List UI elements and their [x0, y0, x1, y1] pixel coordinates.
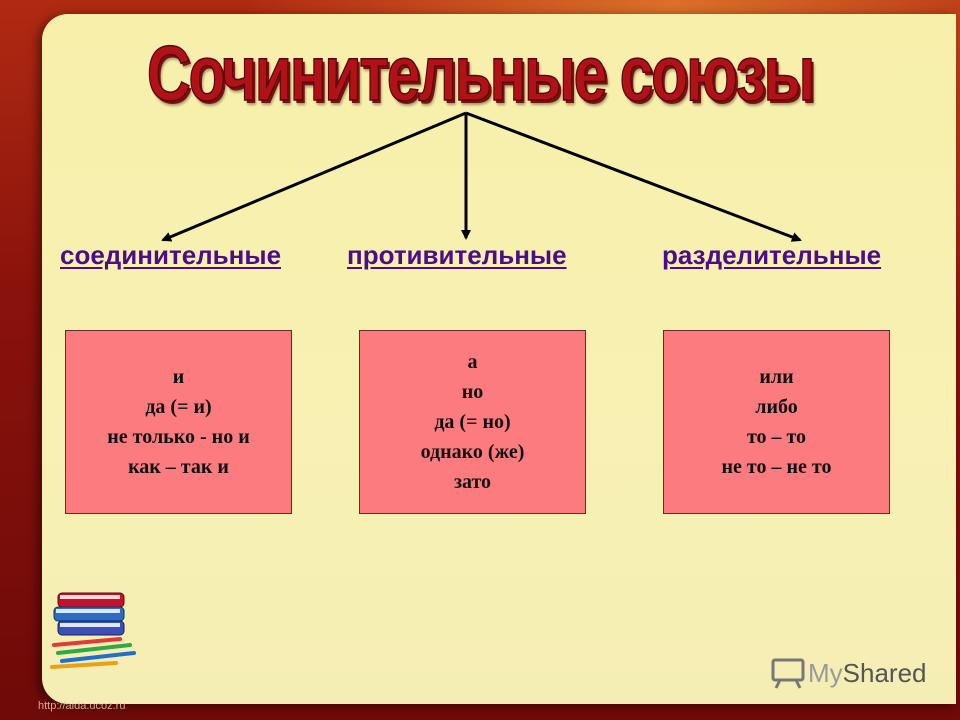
conjunction-box-adversative: а но да (= но) однако (же) зато — [359, 330, 586, 514]
category-label-adversative: противительные — [347, 240, 567, 270]
conjunction-item: как – так и — [128, 456, 229, 478]
source-url: http://aida.ucoz.ru — [38, 700, 126, 712]
board-icon — [771, 658, 805, 689]
category-label-coordinating: соединительные — [60, 240, 282, 270]
logo-text-shared: Shared — [842, 657, 927, 688]
conjunction-item: либо — [755, 396, 798, 418]
conjunction-box-disjunctive: или либо то – то не то – не то — [663, 330, 890, 514]
conjunction-item: не то – не то — [721, 456, 832, 478]
slide-title: Сочинительные союзы — [146, 28, 816, 118]
conjunction-item: да (= но) — [434, 411, 511, 433]
conjunction-item: но — [461, 381, 484, 403]
conjunction-item: то – то — [746, 426, 807, 448]
arrow-right — [465, 111, 802, 242]
conjunction-item: однако (же) — [420, 441, 525, 463]
conjunction-item: а — [467, 351, 478, 373]
conjunction-item: да (= и) — [145, 396, 212, 418]
conjunction-box-coordinating: и да (= и) не только - но и как – так и — [65, 330, 292, 514]
conjunction-item: не только - но и — [107, 426, 250, 448]
conjunction-item: и — [172, 366, 185, 388]
arrow-left — [161, 111, 467, 242]
books-icon — [50, 592, 136, 669]
conjunction-item: зато — [453, 471, 492, 493]
category-label-disjunctive: разделительные — [662, 240, 882, 270]
conjunction-item: или — [759, 366, 794, 388]
logo-text-my: My — [808, 657, 843, 688]
